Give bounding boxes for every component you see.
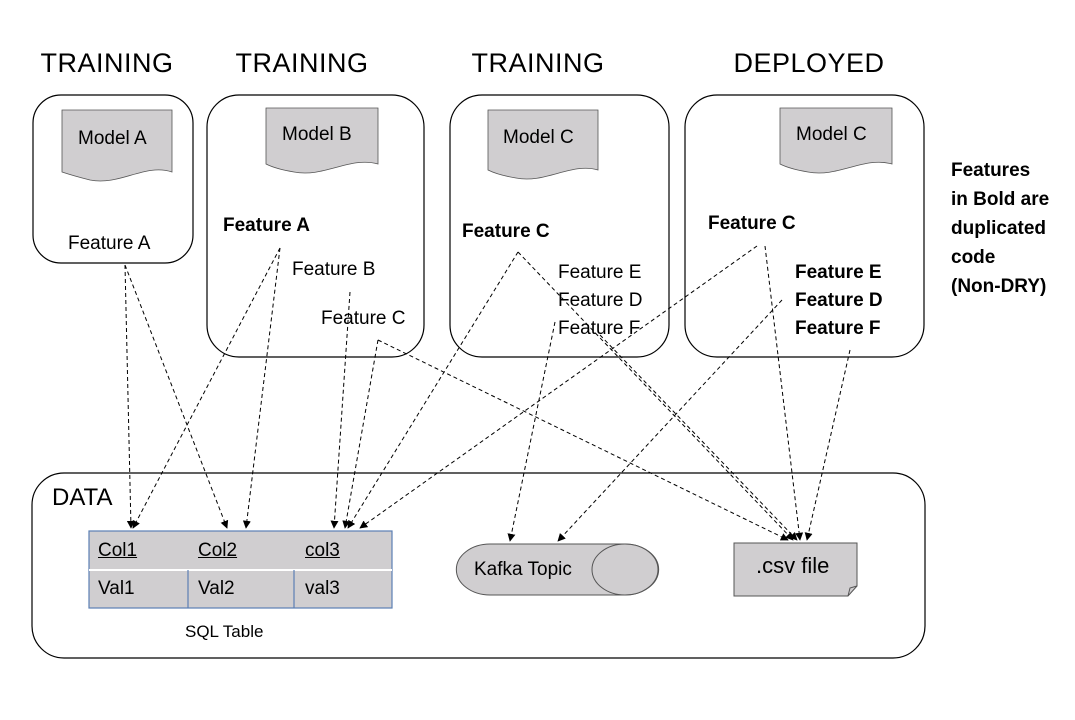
header-model-b: TRAINING xyxy=(235,48,369,78)
arrow-ctrain-featureD-kafka xyxy=(507,321,556,542)
sql-value-col1: Val1 xyxy=(98,578,135,599)
arrow-a-featureA-col2 xyxy=(124,264,229,529)
arrow-ctrain-featureC-col3 xyxy=(347,251,519,529)
connector-arrows xyxy=(124,245,851,542)
header-model-c-train: TRAINING xyxy=(471,48,605,78)
model-c-deployed-feature-f: Feature F xyxy=(795,318,881,339)
side-note-line: Features xyxy=(951,160,1031,181)
model-c-train-feature-f: Feature F xyxy=(558,318,641,339)
model-c-deployed-feature-e: Feature E xyxy=(795,262,882,283)
model-c-deployed-document-icon xyxy=(779,107,893,174)
arrow-cdep-featureD-kafka xyxy=(557,299,783,542)
side-note: Features in Bold are duplicated code (No… xyxy=(951,156,1049,301)
model-c-train-document-icon xyxy=(487,109,599,180)
arrow-b-featureC-col3 xyxy=(342,339,379,529)
arrow-b-featureC-csv xyxy=(377,339,789,541)
model-b-document-icon xyxy=(265,107,379,174)
model-c-train-label: Model C xyxy=(503,127,574,148)
model-a-document-icon xyxy=(61,109,173,182)
arrow-a-featureA-col1 xyxy=(124,264,135,529)
model-b-label: Model B xyxy=(282,124,352,145)
model-c-train-feature-c: Feature C xyxy=(462,221,550,242)
data-title: DATA xyxy=(52,484,113,511)
kafka-topic-shape xyxy=(455,543,660,596)
sql-value-col3: val3 xyxy=(305,578,340,599)
sql-table xyxy=(88,530,393,609)
arrow-b-featureA-col1 xyxy=(132,247,281,529)
model-c-train-feature-d: Feature D xyxy=(558,290,643,311)
arrow-b-featureB-col3 xyxy=(330,291,351,529)
model-a-feature-a: Feature A xyxy=(68,233,151,254)
sql-table-caption: SQL Table xyxy=(185,622,264,641)
model-a-label: Model A xyxy=(78,128,147,149)
sql-header-col1: Col1 xyxy=(98,540,138,561)
arrow-ctrain-featureEF-csv xyxy=(599,334,798,541)
model-c-deployed-feature-c: Feature C xyxy=(708,213,796,234)
sql-header-col3: col3 xyxy=(305,540,340,561)
side-note-line: in Bold are xyxy=(951,189,1050,210)
arrow-b-featureA-col2 xyxy=(242,247,281,529)
model-c-deployed-feature-d: Feature D xyxy=(795,290,883,311)
header-model-c-deployed: DEPLOYED xyxy=(733,48,885,78)
arrow-ctrain-featureC-csv xyxy=(517,251,794,541)
side-note-line: code xyxy=(951,247,996,268)
kafka-topic-label: Kafka Topic xyxy=(474,559,572,580)
model-b-feature-b: Feature B xyxy=(292,259,376,280)
csv-file-fold xyxy=(847,585,858,597)
csv-file-label: .csv file xyxy=(756,553,830,578)
arrow-cdep-featureC-csv xyxy=(764,245,804,541)
sql-header-col2: Col2 xyxy=(198,540,238,561)
side-note-line: (Non-DRY) xyxy=(951,276,1047,297)
csv-file-shape xyxy=(733,542,858,597)
arrow-cdep-featureF-csv xyxy=(804,349,851,541)
header-model-a: TRAINING xyxy=(40,48,174,78)
model-c-train-feature-e: Feature E xyxy=(558,262,642,283)
side-note-line: duplicated xyxy=(951,218,1047,239)
sql-value-col2: Val2 xyxy=(198,578,235,599)
model-b-feature-c: Feature C xyxy=(321,308,406,329)
model-b-feature-a: Feature A xyxy=(223,215,310,236)
model-c-deployed-label: Model C xyxy=(796,124,867,145)
